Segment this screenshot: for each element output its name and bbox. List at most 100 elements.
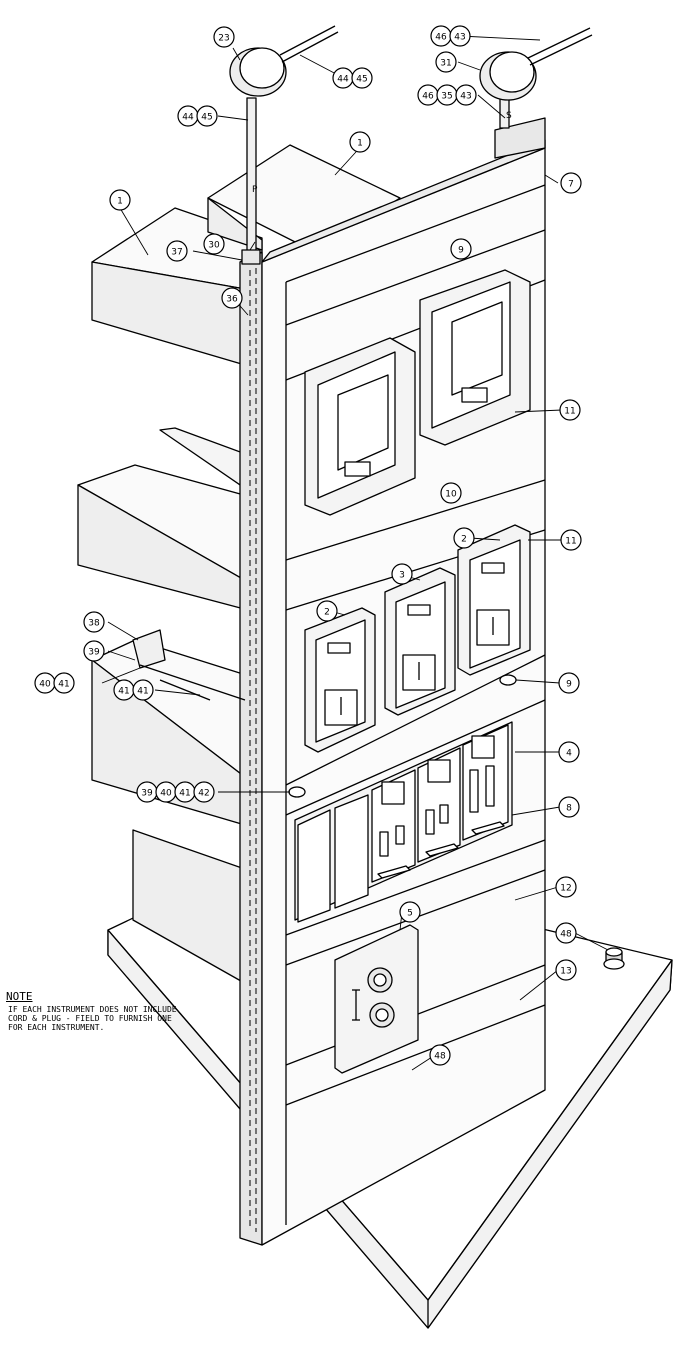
push-button-station [334,924,419,1074]
callout-number: 43 [454,33,465,43]
callout-number: 2 [324,608,330,618]
callout-number: 46 [435,33,447,43]
callout-number: 44 [337,75,349,85]
callout-number: 11 [565,537,576,547]
callout-number: 41 [118,687,129,697]
note-title: NOTE [6,990,33,1003]
callout-c41d: 41 [174,781,196,803]
callout-c44a: 44 [332,67,354,89]
plug-label-right: S [506,111,512,121]
leveling-foot-right [603,947,625,970]
mounting-bracket [132,629,246,701]
callout-number: 48 [434,1052,446,1062]
lamp-left [229,25,339,97]
callout-number: 35 [441,92,452,102]
callout-c9a: 9 [450,238,472,260]
callout-c2a: 2 [453,527,475,549]
indicator-middle [384,567,456,716]
callout-number: 45 [201,113,212,123]
callout-c41c: 41 [132,679,154,701]
callout-c38: 38 [83,611,105,633]
callout-c7: 7 [560,172,582,194]
callout-c43a: 43 [449,25,471,47]
callout-c42: 42 [193,781,215,803]
conduit-left [241,97,261,265]
callout-number: 45 [356,75,367,85]
callout-number: 8 [566,804,572,814]
callout-number: 46 [422,92,434,102]
callout-c44b: 44 [177,105,199,127]
callout-c31: 31 [435,51,457,73]
callout-number: 41 [58,680,69,690]
callout-number: 30 [208,241,220,251]
lamp-right [479,27,593,101]
rear-enclosure-middle [77,427,263,611]
callout-number: 11 [564,407,575,417]
callout-c1a: 1 [349,131,371,153]
callout-c41a: 41 [53,672,75,694]
controller-rack [294,721,513,923]
callout-c23: 23 [213,26,235,48]
callout-c11a: 11 [559,399,581,421]
callout-number: 39 [141,789,153,799]
recorder-right [419,269,531,446]
note-body: IF EACH INSTRUMENT DOES NOT INCLUDE CORD… [8,1005,177,1032]
callout-number: 48 [560,930,572,940]
callout-c46a: 46 [430,25,452,47]
callout-number: 12 [560,884,571,894]
callout-c43b: 43 [455,84,477,106]
callout-number: 9 [458,246,464,256]
pilot-light-upper [499,674,517,686]
callout-number: 38 [88,619,100,629]
callout-c41b: 41 [113,679,135,701]
callout-number: 40 [39,680,51,690]
callout-number: 40 [160,789,172,799]
indicator-right [457,524,531,676]
callout-number: 5 [407,909,413,919]
plug-label-left: P [252,185,258,195]
callout-number: 1 [117,197,123,207]
callout-c13: 13 [555,959,577,981]
callout-number: 37 [171,248,182,258]
callout-c48b: 48 [429,1044,451,1066]
callout-c48a: 48 [555,922,577,944]
callout-c3: 3 [391,563,413,585]
callout-number: 39 [88,648,100,658]
callout-c35: 35 [436,84,458,106]
callout-c12: 12 [555,876,577,898]
callout-number: 41 [137,687,148,697]
callout-c4: 4 [558,741,580,763]
leader-lines [101,35,609,1071]
callout-c37: 37 [166,240,188,262]
pilot-light-lower [288,786,306,798]
callout-number: 23 [218,34,229,44]
callout-c11b: 11 [560,529,582,551]
callout-c5: 5 [399,901,421,923]
callout-number: 36 [226,295,238,305]
callout-c39a: 39 [83,640,105,662]
callout-c40b: 40 [155,781,177,803]
callout-number: 13 [560,967,571,977]
callout-c45a: 45 [351,67,373,89]
callout-c1b: 1 [109,189,131,211]
callout-number: 41 [179,789,190,799]
callout-number: 31 [440,59,451,69]
callout-c9b: 9 [558,672,580,694]
frame-post [239,251,263,1246]
callout-c8: 8 [558,796,580,818]
callout-c45b: 45 [196,105,218,127]
callout-number: 4 [566,749,572,759]
callout-c30: 30 [203,233,225,255]
callout-number: 10 [445,490,457,500]
callout-number: 44 [182,113,194,123]
callout-number: 1 [357,139,363,149]
recorder-left [304,337,416,516]
callout-c46b: 46 [417,84,439,106]
callout-c39b: 39 [136,781,158,803]
callout-c10: 10 [440,482,462,504]
callout-c40a: 40 [34,672,56,694]
callout-c2b: 2 [316,600,338,622]
callout-number: 43 [460,92,471,102]
